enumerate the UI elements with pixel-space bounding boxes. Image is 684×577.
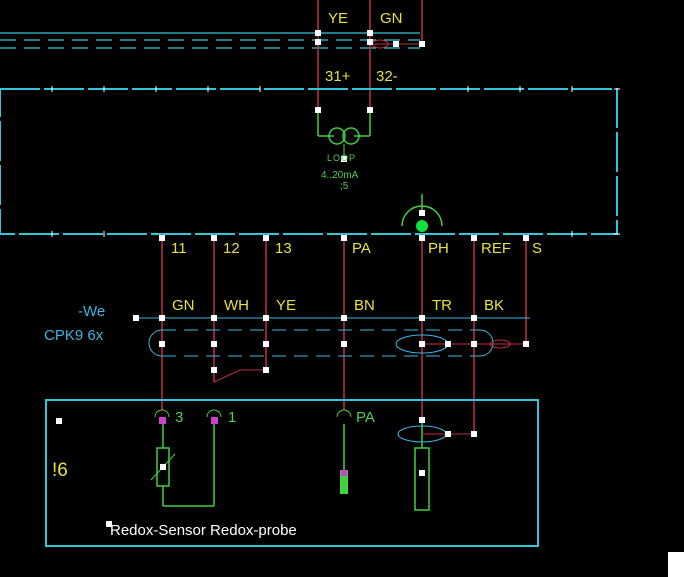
pin-1-cap	[206, 409, 222, 418]
edge-ticks	[51, 86, 620, 237]
connection-nodes	[56, 30, 684, 577]
redox-electrode	[414, 447, 430, 511]
cable-tag-label: -We	[78, 303, 106, 320]
wire-12-diag	[213, 369, 241, 383]
terminal-13-label: 13	[275, 240, 292, 257]
pin-1-label: 1	[228, 409, 237, 426]
core-bk-label: BK	[484, 297, 505, 314]
cable-type-label: CPK9 6x	[44, 327, 104, 344]
pin-3-label: 3	[175, 409, 184, 426]
ph-green-node	[416, 220, 428, 232]
sensor-description-label: Redox-Sensor Redox-probe	[110, 522, 297, 539]
top-wire-ye-label: YE	[328, 10, 349, 27]
terminal-ph-label: PH	[428, 240, 449, 257]
core-wh-label: WH	[224, 297, 249, 314]
loop-label: LOOP	[327, 153, 357, 163]
loop-coil-left	[328, 127, 346, 145]
pin-pa-cap	[336, 409, 352, 418]
cable-left-cap	[148, 329, 163, 357]
terminal-s-label: S	[532, 240, 543, 257]
core-tr-label: TR	[432, 297, 452, 314]
frame-tag-label: !6	[52, 460, 68, 481]
core-bn-label: BN	[354, 297, 375, 314]
transmitter-box	[0, 88, 618, 235]
shield-loop	[489, 339, 511, 349]
top-wire-gn-label: GN	[380, 10, 403, 27]
pin-3-cap	[154, 409, 170, 418]
sensor-frame	[45, 399, 539, 547]
pin-pa-label: PA	[356, 409, 375, 426]
core-gn-label: GN	[172, 297, 195, 314]
loop-range-label: 4..20mA	[321, 170, 359, 181]
terminal-ref-label: REF	[481, 240, 511, 257]
loop-ref-label: ;5	[340, 181, 349, 192]
cable-right-cap	[479, 329, 494, 357]
terminal-12-label: 12	[223, 240, 240, 257]
terminal-31-label: 31+	[325, 68, 351, 85]
loop-coil-right	[342, 127, 360, 145]
terminal-11-label: 11	[171, 240, 187, 257]
pin-3-marker	[159, 417, 166, 424]
pin-pa-marker	[341, 470, 347, 476]
pin-1-marker	[211, 417, 218, 424]
terminal-32-label: 32-	[376, 68, 398, 85]
core-ye-label: YE	[276, 297, 297, 314]
terminal-wires	[161, 234, 527, 434]
pa-pin	[340, 470, 348, 494]
terminal-pa-label: PA	[352, 240, 371, 257]
